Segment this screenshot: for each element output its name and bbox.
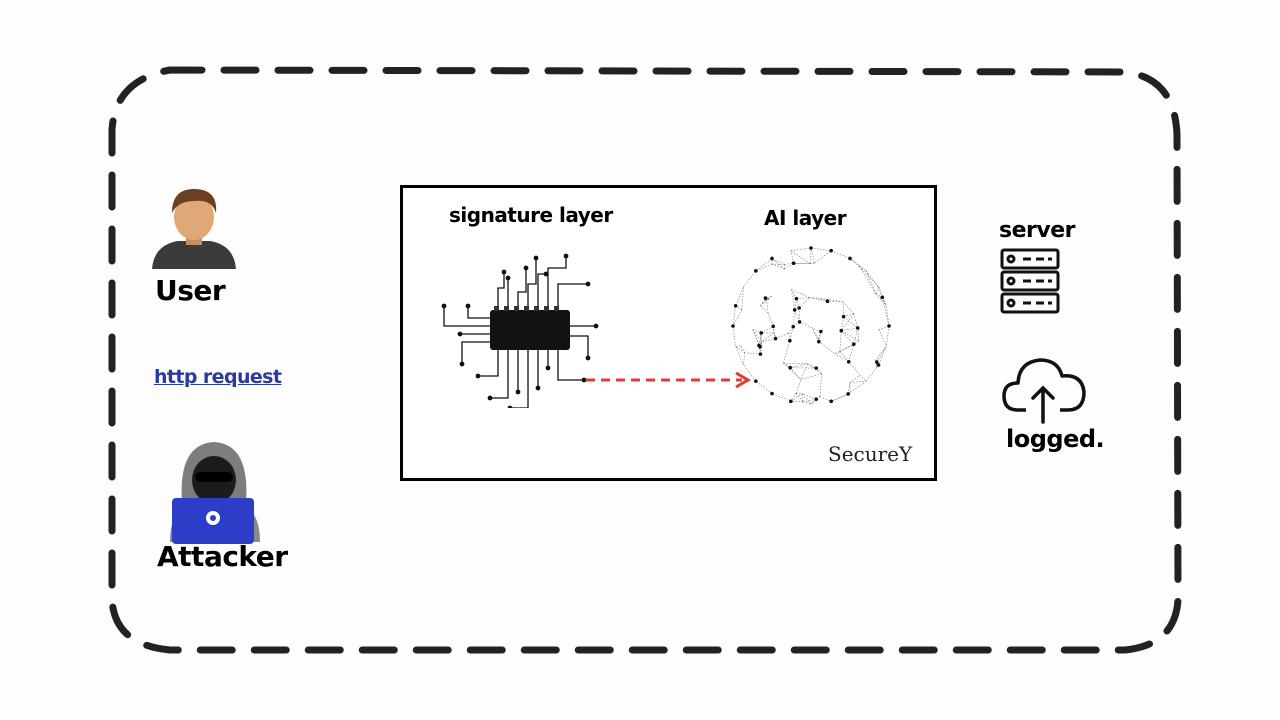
cloud-upload-icon	[1002, 358, 1086, 424]
securey-panel	[400, 185, 937, 481]
server-rack-icon	[1000, 248, 1060, 314]
user-label: User	[155, 274, 226, 307]
laptop-icon	[172, 498, 254, 544]
attacker-label: Attacker	[157, 540, 288, 573]
user-avatar-icon	[152, 189, 236, 269]
ai-layer-title: AI layer	[764, 206, 847, 230]
flow-arrow	[586, 371, 751, 389]
http-request-link[interactable]: http request	[154, 366, 282, 388]
signature-layer-title: signature layer	[449, 203, 613, 227]
hacker-icon	[170, 442, 260, 544]
server-label: server	[999, 218, 1075, 243]
chip-icon	[441, 253, 599, 408]
logged-label: logged.	[1006, 425, 1105, 453]
brand-label: SecureY	[828, 442, 913, 466]
neural-sphere-icon	[731, 246, 891, 405]
